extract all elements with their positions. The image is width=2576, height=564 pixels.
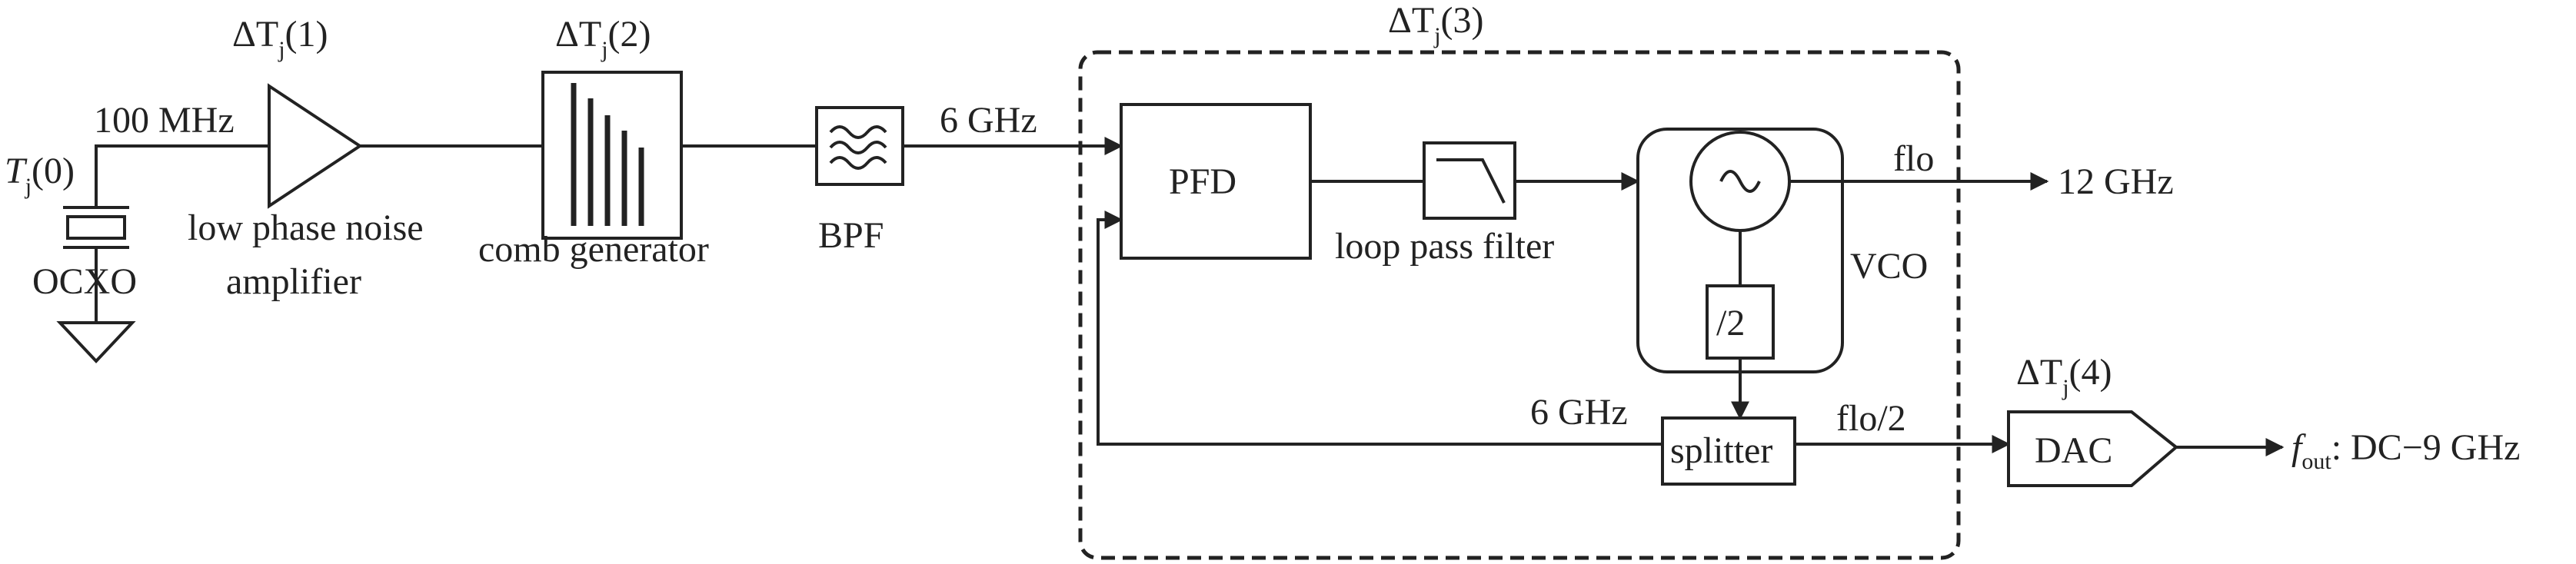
amplifier-label-line1: low phase noise — [188, 207, 424, 248]
ocxo-to-amplifier-line — [95, 144, 269, 207]
pfd-label: PFD — [1169, 161, 1236, 202]
vco-label: VCO — [1850, 246, 1928, 287]
comb-spectrum-icon — [571, 83, 644, 226]
pll-region-border — [1078, 50, 1961, 560]
feedback-frequency-label: 6 GHz — [1530, 392, 1628, 433]
divider-label: /2 — [1716, 303, 1745, 343]
source-temperature-label: Tj(0) — [5, 151, 75, 199]
splitter-block — [1661, 416, 1796, 486]
bpf-output-frequency: 6 GHz — [940, 100, 1037, 141]
divider-block — [1706, 284, 1775, 360]
comb-generator-block — [541, 71, 683, 240]
dac-block — [2007, 410, 2179, 487]
bpf-filter-icon — [829, 125, 887, 170]
pll-region-label: ΔTj(3) — [1388, 0, 1484, 48]
amplifier-triangle-icon — [268, 83, 363, 209]
loop-filter-label: loop pass filter — [1335, 226, 1554, 267]
splitter-label: splitter — [1670, 430, 1772, 471]
comb-generator-label: comb generator — [478, 229, 709, 270]
bpf-label: BPF — [818, 215, 884, 256]
feedback-path-arrow — [1097, 211, 1662, 446]
amplifier-delay-label: ΔTj(1) — [232, 14, 328, 62]
dac-delay-label: ΔTj(4) — [2016, 352, 2112, 400]
crystal-oscillator-icon — [63, 206, 129, 323]
amplifier-label-line2: amplifier — [226, 261, 361, 302]
ocxo-label: OCXO — [32, 261, 137, 302]
splitter-output-label: flo/2 — [1836, 398, 1906, 439]
sine-wave-icon — [1719, 170, 1761, 193]
vco-output-frequency: 12 GHz — [2058, 161, 2174, 202]
loop-filter-block — [1423, 141, 1516, 220]
bpf-block — [815, 106, 904, 186]
lowpass-response-icon — [1436, 158, 1506, 204]
comb-delay-label: ΔTj(2) — [555, 14, 651, 62]
dac-label: DAC — [2035, 430, 2112, 471]
ground-icon — [56, 321, 136, 363]
source-frequency-label: 100 MHz — [94, 100, 235, 141]
dac-output-label: fout: DC−9 GHz — [2291, 427, 2520, 474]
vco-output-label: flo — [1893, 138, 1934, 179]
